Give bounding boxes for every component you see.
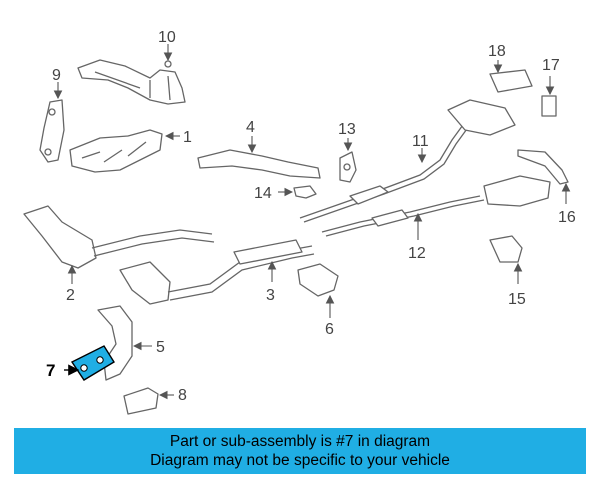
callout-8: 8: [178, 387, 187, 404]
callout-13: 13: [338, 121, 356, 138]
part-3-intermediate-pipe[interactable]: [119, 239, 315, 305]
part-4-heat-shield[interactable]: [197, 149, 321, 179]
callout-14: 14: [254, 185, 272, 202]
callout-7: 7: [46, 361, 55, 380]
callout-17: 17: [542, 57, 560, 74]
banner-line-1: Part or sub-assembly is #7 in diagram: [169, 433, 431, 450]
part-17-insulator[interactable]: [541, 95, 557, 117]
part-6-bracket[interactable]: [297, 263, 339, 297]
callout-12: 12: [408, 245, 426, 262]
callout-2: 2: [66, 287, 75, 304]
banner-line-2: Diagram may not be specific to your vehi…: [150, 452, 450, 469]
callout-5: 5: [156, 339, 165, 356]
callout-9: 9: [52, 67, 61, 84]
callout-10: 10: [158, 29, 176, 46]
part-9-bracket[interactable]: [39, 99, 65, 163]
callout-3: 3: [266, 287, 275, 304]
callout-15: 15: [508, 291, 526, 308]
exhaust-system-diagram: 1 2 3 4 5 6 7 8 9 10 11 12 13 14 15 16 1…: [23, 29, 576, 415]
part-14-clamp[interactable]: [293, 185, 317, 199]
part-2-converter[interactable]: [23, 205, 215, 269]
part-10-bracket[interactable]: [77, 59, 186, 105]
callout-18: 18: [488, 43, 506, 60]
part-18-hanger[interactable]: [489, 69, 533, 93]
info-banner: Part or sub-assembly is #7 in diagram Di…: [14, 428, 586, 474]
callout-4: 4: [246, 119, 255, 136]
leader-lines: [53, 44, 571, 400]
part-11-rear-pipe[interactable]: [299, 99, 516, 223]
callout-11: 11: [412, 133, 429, 150]
callout-6: 6: [325, 321, 334, 338]
callout-1: 1: [183, 129, 192, 146]
part-13-mount[interactable]: [339, 151, 357, 183]
part-1-manifold[interactable]: [69, 129, 163, 173]
part-7-gasket[interactable]: [70, 345, 115, 381]
part-15-hanger[interactable]: [489, 235, 523, 263]
callout-16: 16: [558, 209, 576, 226]
part-8-shield[interactable]: [123, 387, 159, 415]
part-12-rear-pipe[interactable]: [321, 175, 551, 237]
callout-labels: 1 2 3 4 5 6 7 8 9 10 11 12 13 14 15 16 1…: [46, 29, 576, 404]
